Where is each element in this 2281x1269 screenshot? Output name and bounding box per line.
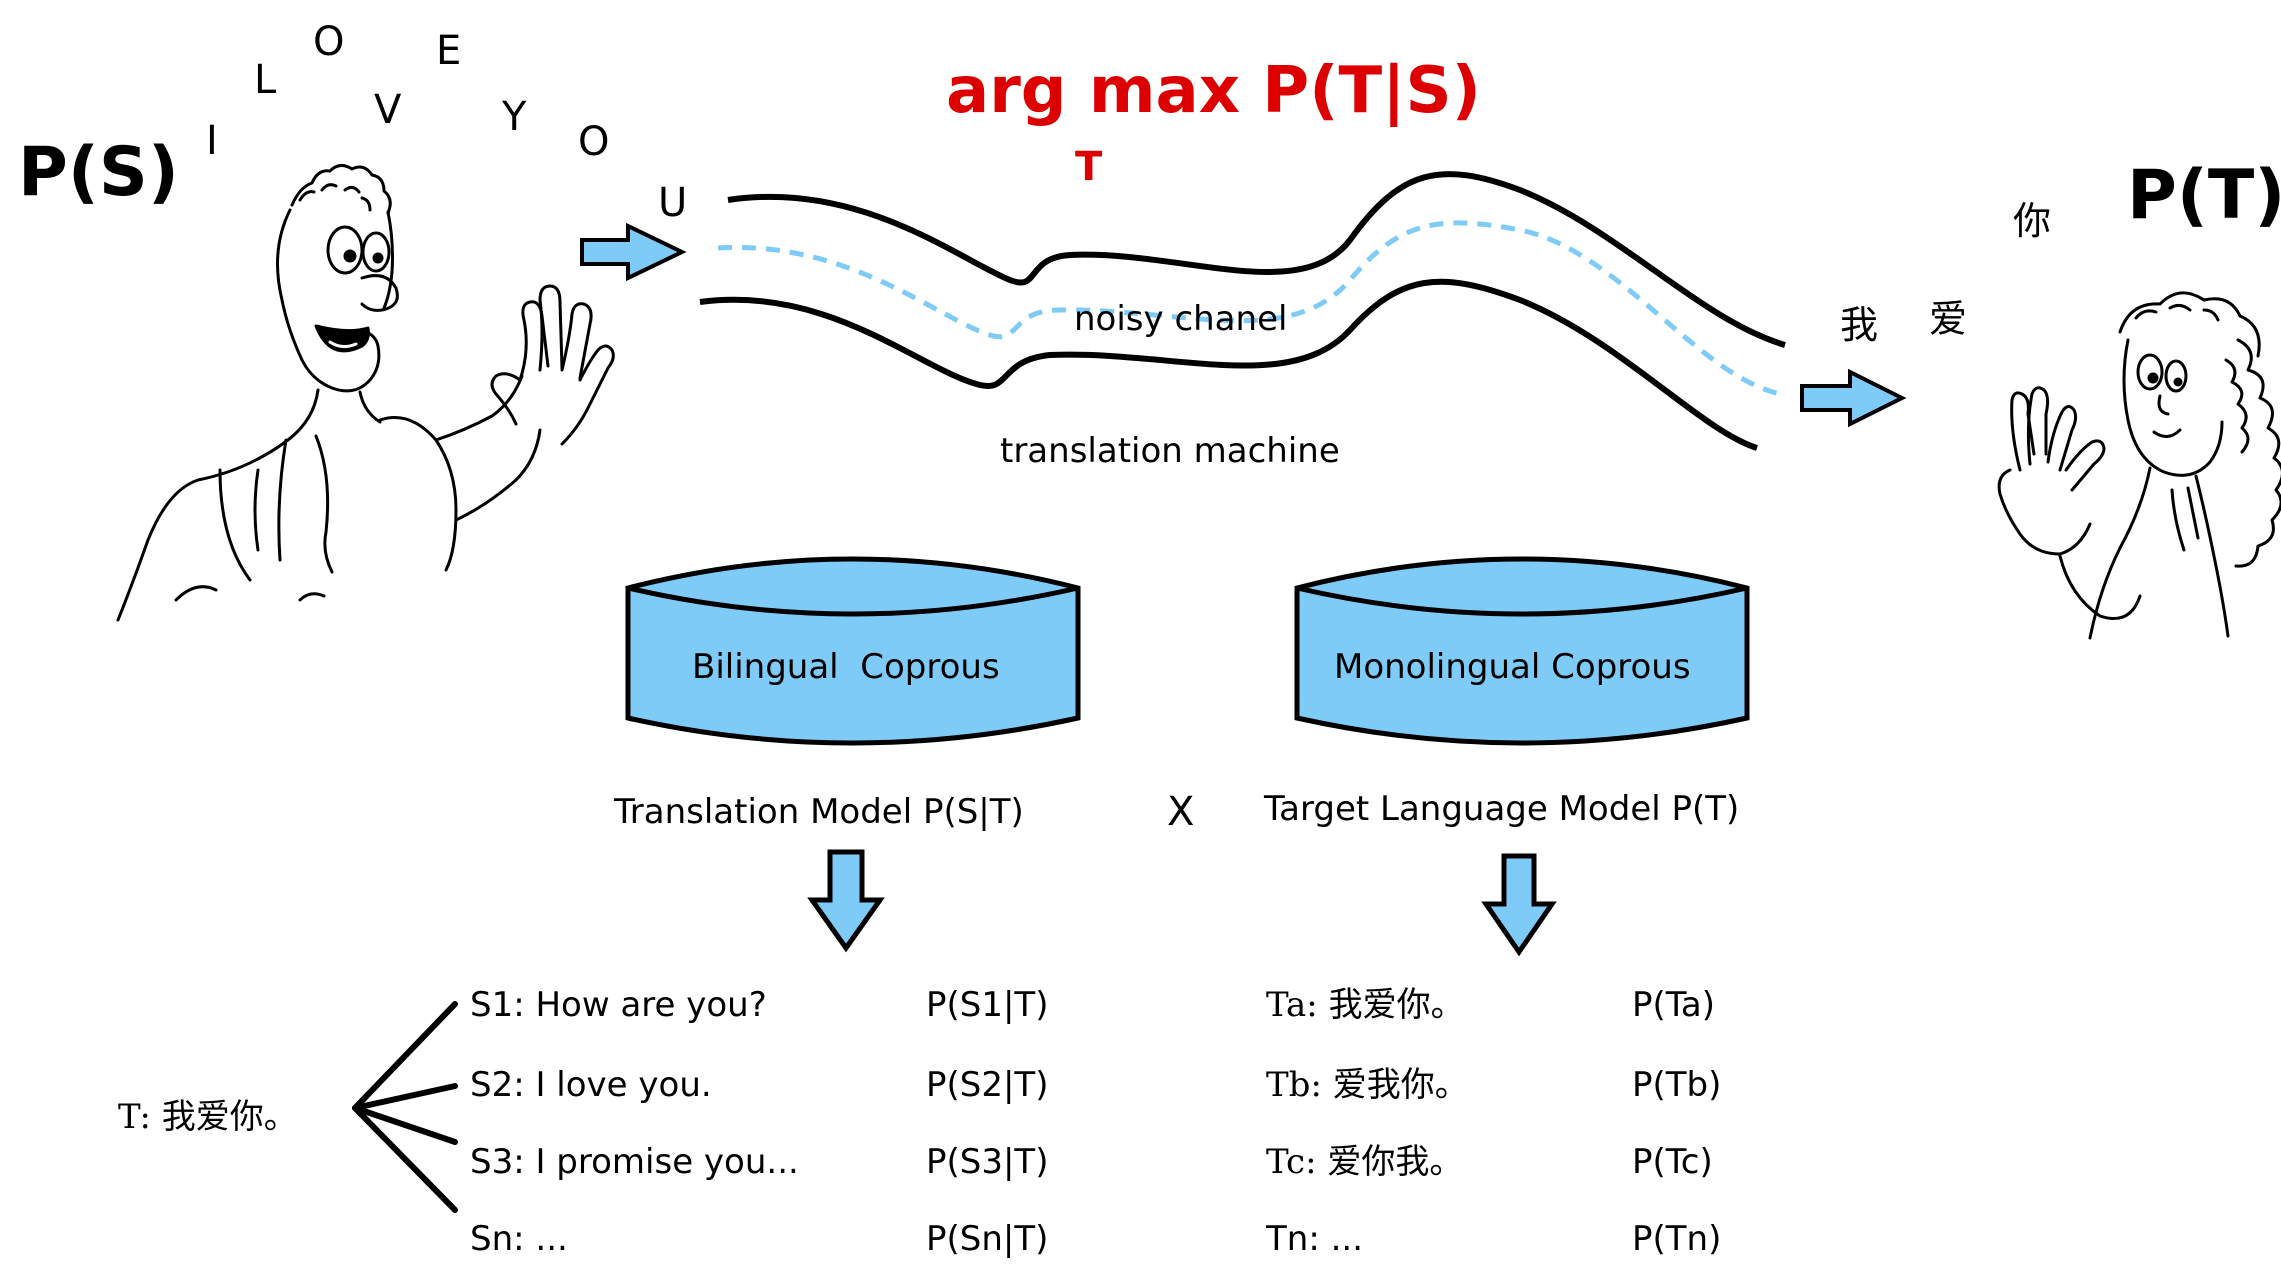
source-root-label: T: 我爱你。 xyxy=(118,1097,298,1137)
source-candidate-prob: P(S3|T) xyxy=(926,1142,1048,1182)
bilingual-corpus-label: Bilingual Coprous xyxy=(692,647,1000,687)
noisy-channel xyxy=(699,171,1786,451)
source-letter: L xyxy=(254,57,277,103)
monolingual-corpus-label: Monolingual Coprous xyxy=(1334,647,1691,687)
source-candidate-list: S1: How are you? P(S1|T) S2: I love you.… xyxy=(470,985,1048,1259)
argmax-formula: arg max P(T|S) xyxy=(946,54,1481,128)
multiply-sign: X xyxy=(1167,789,1194,835)
target-candidate-prob: P(Tn) xyxy=(1632,1219,1721,1259)
source-candidate-prob: P(S2|T) xyxy=(926,1065,1048,1105)
source-letter: Y xyxy=(501,94,527,140)
translation-model-label: Translation Model P(S|T) xyxy=(613,792,1024,832)
down-arrow-icon xyxy=(807,849,885,953)
source-letter: E xyxy=(436,28,461,74)
source-candidate: S1: How are you? xyxy=(470,985,767,1025)
target-candidate-prob: P(Tb) xyxy=(1632,1065,1721,1105)
target-candidate: Tb: 爱我你。 xyxy=(1266,1065,1469,1105)
monolingual-corpus-cylinder xyxy=(1294,556,1750,746)
source-candidate: S3: I promise you... xyxy=(470,1142,799,1182)
target-candidate-prob: P(Tc) xyxy=(1632,1142,1713,1182)
language-model-label: Target Language Model P(T) xyxy=(1263,789,1739,829)
source-letter: U xyxy=(658,180,687,226)
target-candidate-prob: P(Ta) xyxy=(1632,985,1715,1025)
source-prob-label: P(S) xyxy=(18,133,179,212)
down-arrow-icon xyxy=(1481,853,1557,957)
target-prob-label: P(T) xyxy=(2127,156,2281,235)
source-candidate-prob: P(S1|T) xyxy=(926,985,1048,1025)
target-char: 我 xyxy=(1840,303,1878,347)
source-candidate-prob: P(Sn|T) xyxy=(926,1219,1048,1259)
input-arrow-icon xyxy=(580,222,687,282)
candidate-tree-branches xyxy=(352,1001,458,1213)
source-candidate: S2: I love you. xyxy=(470,1065,712,1105)
source-letter: I xyxy=(206,118,218,164)
source-letters: I L O V E Y O U xyxy=(206,19,687,226)
target-candidate: Ta: 我爱你。 xyxy=(1266,985,1465,1025)
source-letter: O xyxy=(578,119,609,165)
bilingual-corpus-cylinder xyxy=(625,556,1081,746)
noisy-channel-label: noisy chanel xyxy=(1074,299,1287,339)
speaker-man-illustration xyxy=(116,164,615,622)
source-letter: V xyxy=(374,87,402,133)
translation-machine-label: translation machine xyxy=(1000,431,1340,471)
target-char: 爱 xyxy=(1929,297,1967,341)
channel-bottom-edge xyxy=(699,278,1758,451)
listener-woman-illustration xyxy=(1997,291,2281,640)
target-char: 你 xyxy=(2013,199,2051,243)
source-candidate: Sn: ... xyxy=(470,1219,568,1259)
argmax-subscript: T xyxy=(1075,144,1103,190)
channel-top-edge xyxy=(727,171,1786,348)
channel-center-dashes xyxy=(717,220,1786,398)
target-chars: 我 爱 你 xyxy=(1840,199,2051,347)
output-arrow-icon xyxy=(1800,368,1907,428)
source-letter: O xyxy=(313,19,344,65)
target-candidate: Tn: ... xyxy=(1265,1219,1363,1259)
target-candidate: Tc: 爱你我。 xyxy=(1266,1142,1463,1182)
target-candidate-list: Ta: 我爱你。 P(Ta) Tb: 爱我你。 P(Tb) Tc: 爱你我。 P… xyxy=(1265,985,1721,1259)
